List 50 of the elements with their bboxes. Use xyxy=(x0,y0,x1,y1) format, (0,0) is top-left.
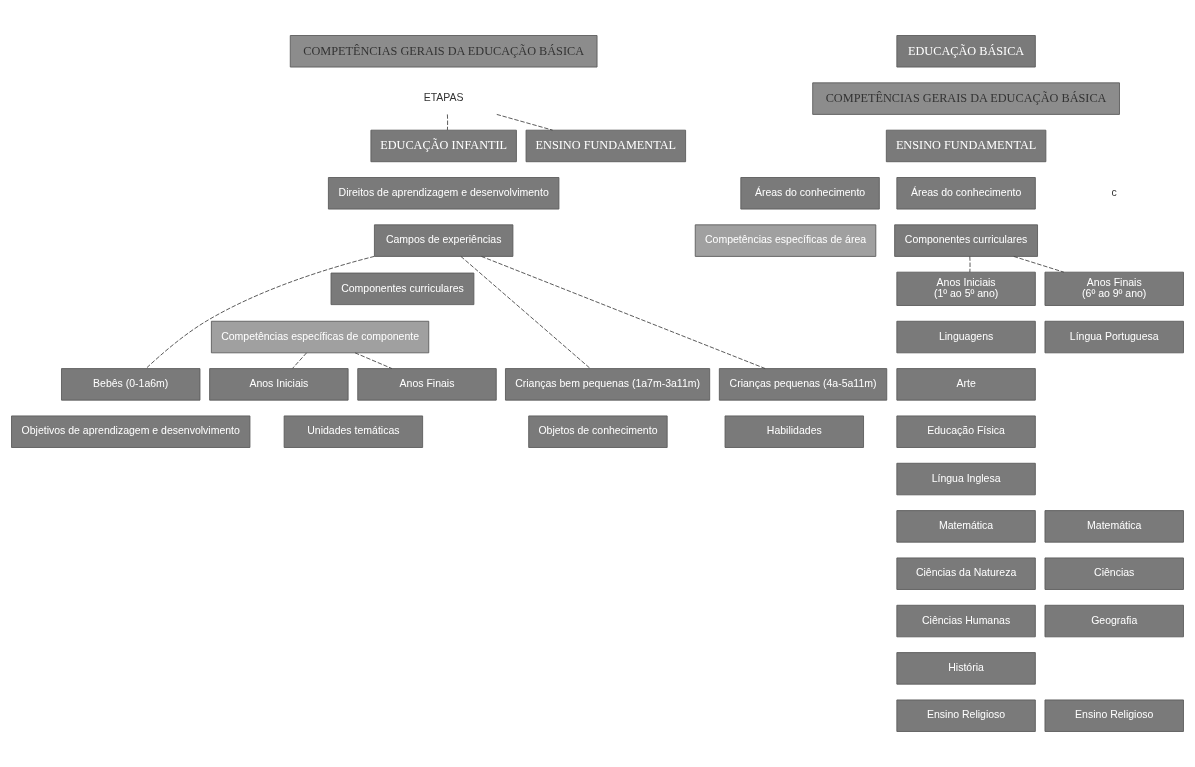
node-box: Anos Iniciais xyxy=(209,368,349,401)
node-box: EDUCAÇÃO INFANTIL xyxy=(370,129,517,163)
connector xyxy=(354,352,393,369)
node-box: Bebês (0-1a6m) xyxy=(61,368,201,401)
node-box: Campos de experiências xyxy=(374,224,514,257)
node-box: COMPETÊNCIAS GERAIS DA EDUCAÇÃO BÁSICA xyxy=(812,82,1120,115)
node-box: EDUCAÇÃO BÁSICA xyxy=(896,35,1036,68)
node-box: Linguagens xyxy=(896,320,1036,354)
node-text: ETAPAS xyxy=(423,91,464,104)
node-box: ENSINO FUNDAMENTAL xyxy=(885,129,1047,163)
node-box: Ensino Religioso xyxy=(896,699,1036,732)
node-box: Matemática xyxy=(1044,510,1184,543)
node-box: Anos Finais xyxy=(357,368,497,401)
node-box: História xyxy=(896,652,1036,685)
connector xyxy=(969,256,971,273)
connector xyxy=(460,256,591,369)
node-box: Língua Inglesa xyxy=(896,462,1036,496)
connector xyxy=(481,256,766,369)
node-box: Língua Portuguesa xyxy=(1044,320,1184,354)
connector xyxy=(1013,256,1065,273)
label: c xyxy=(1111,186,1117,198)
connector xyxy=(496,114,554,131)
node-box: Competências específicas de área xyxy=(694,224,877,257)
node-box: Objetivos de aprendizagem e desenvolvimento xyxy=(11,415,251,448)
connector xyxy=(145,255,375,369)
node-box: ENSINO FUNDAMENTAL xyxy=(525,129,687,163)
node-box: Áreas do conhecimento xyxy=(740,177,880,210)
node-box: COMPETÊNCIAS GERAIS DA EDUCAÇÃO BÁSICA xyxy=(289,35,598,68)
connector xyxy=(292,352,307,369)
node-box: Direitos de aprendizagem e desenvolvimento xyxy=(327,177,560,210)
node-box: Ensino Religioso xyxy=(1044,699,1184,732)
node-box: Anos Finais (6º ao 9º ano) xyxy=(1044,271,1184,306)
node-box: Anos Iniciais (1º ao 5º ano) xyxy=(896,271,1036,306)
node-box: Crianças pequenas (4a-5a11m) xyxy=(718,368,888,401)
node-box: Crianças bem pequenas (1a7m-3a11m) xyxy=(505,368,711,401)
node-box: Geografia xyxy=(1044,604,1184,638)
node-box: Ciências xyxy=(1044,557,1184,590)
node-box: Habilidades xyxy=(724,415,864,448)
connector xyxy=(446,114,449,131)
node-box: Componentes curriculares xyxy=(330,272,475,306)
node-box: Ciências da Natureza xyxy=(896,557,1036,590)
node-box: Ciências Humanas xyxy=(896,604,1036,638)
node-box: Matemática xyxy=(896,510,1036,543)
node-box: Educação Física xyxy=(896,415,1036,448)
node-box: Competências específicas de componente xyxy=(210,320,430,354)
node-box: Objetos de conhecimento xyxy=(528,415,668,448)
node-box: Componentes curriculares xyxy=(894,224,1038,257)
node-box: Áreas do conhecimento xyxy=(896,177,1036,210)
node-box: Arte xyxy=(896,368,1036,401)
node-box: Unidades temáticas xyxy=(283,415,424,448)
